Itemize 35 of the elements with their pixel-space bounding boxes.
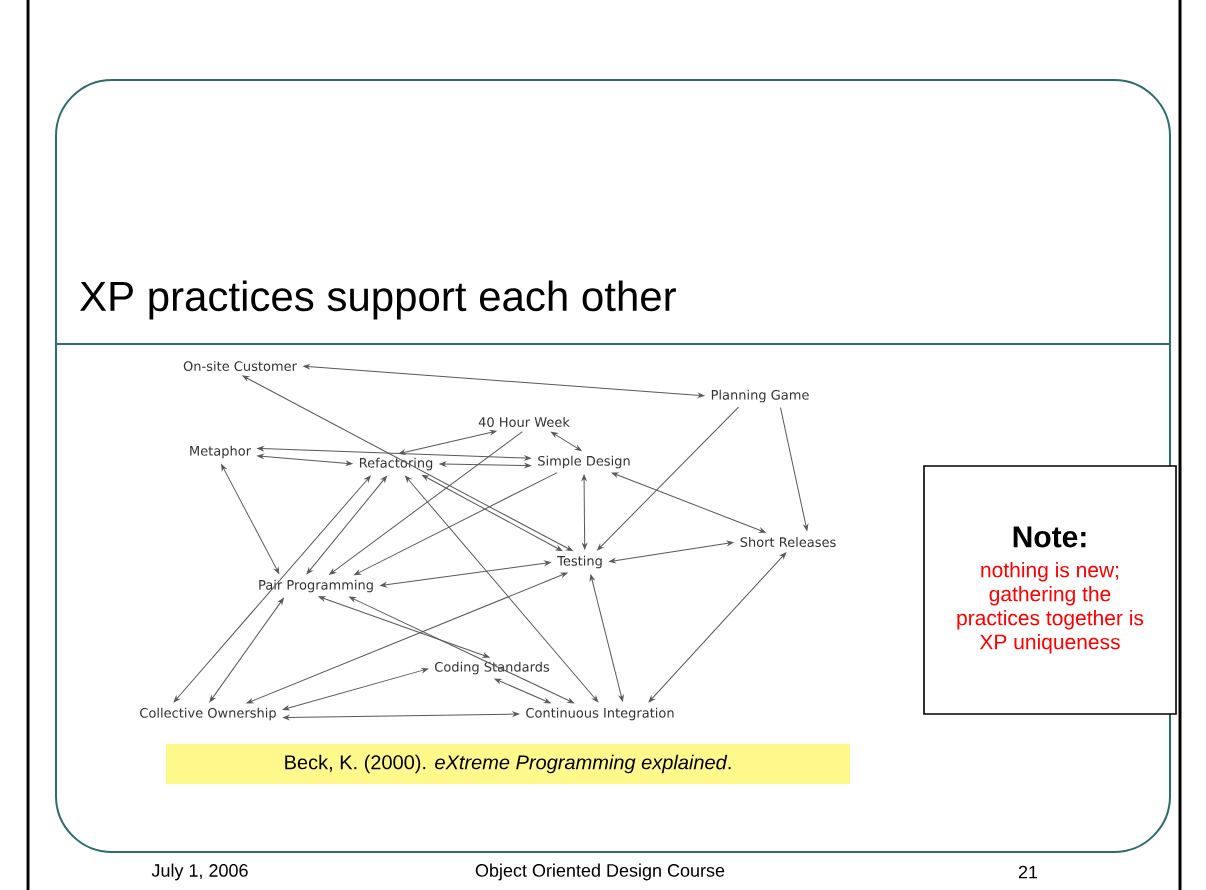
footer-course: Object Oriented Design Course	[475, 863, 725, 881]
arrow	[551, 431, 582, 451]
arrow	[422, 474, 563, 552]
arrow	[282, 667, 429, 711]
footer-date: July 1, 2006	[151, 863, 248, 881]
arrow	[439, 461, 531, 468]
arrow	[257, 454, 353, 466]
arrow	[282, 711, 520, 720]
arrow	[581, 474, 588, 550]
arrow	[611, 472, 766, 533]
page-number: 21	[1018, 865, 1038, 879]
arrow	[494, 678, 551, 704]
arrow	[354, 472, 558, 576]
arrow	[609, 540, 734, 564]
arrow	[329, 431, 523, 575]
arrow	[589, 574, 624, 702]
arrow	[257, 446, 531, 461]
arrow	[246, 572, 568, 704]
arrow	[597, 406, 740, 551]
citation: Beck, K. (2000). eXtreme Programming explained.	[166, 744, 850, 784]
arrow	[303, 364, 705, 398]
arrow	[648, 552, 787, 703]
arrow	[349, 596, 574, 704]
arrow	[209, 597, 284, 702]
note-box: Note: nothing is new; gathering the practices together is XP uniqueness	[923, 465, 1177, 715]
arrow	[398, 430, 497, 455]
arrow	[221, 464, 280, 574]
arrow	[173, 475, 371, 703]
arrow	[318, 596, 490, 658]
arrow	[405, 475, 599, 703]
arrow	[780, 407, 809, 531]
slide-title: XP practices support each other	[80, 280, 676, 320]
arrow	[242, 375, 573, 552]
arrow	[306, 475, 387, 575]
arrow	[380, 560, 551, 588]
